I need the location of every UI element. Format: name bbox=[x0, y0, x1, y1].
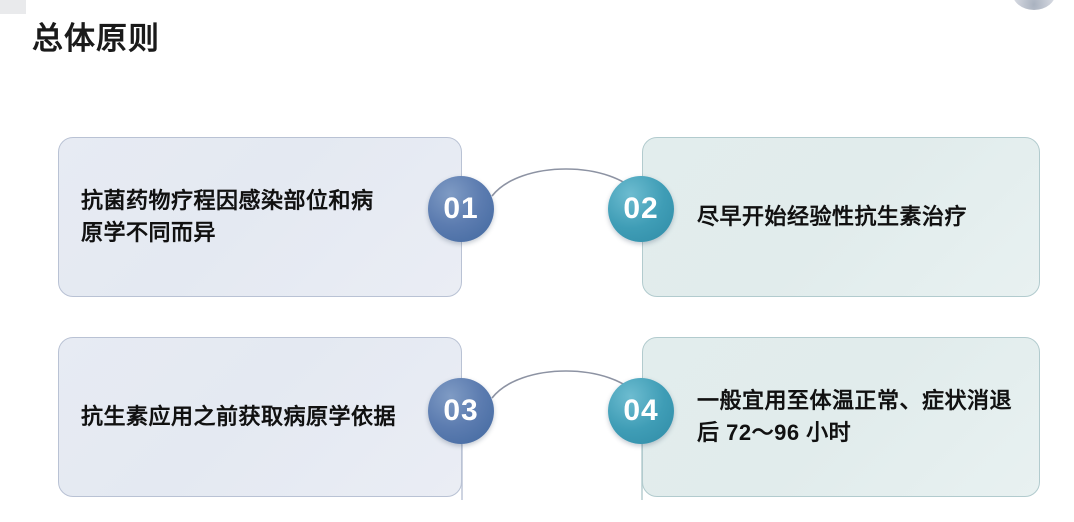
top-left-grey-strip bbox=[0, 0, 26, 14]
step-badge-02[interactable]: 02 bbox=[608, 176, 674, 242]
principle-card-03[interactable]: 抗生素应用之前获取病原学依据 bbox=[58, 337, 462, 497]
step-badge-03[interactable]: 03 bbox=[428, 378, 494, 444]
principle-card-02-text: 尽早开始经验性抗生素治疗 bbox=[697, 204, 968, 230]
principle-card-01-text: 抗菌药物疗程因感染部位和病 原学不同而异 bbox=[81, 188, 374, 245]
page-title: 总体原则 bbox=[32, 21, 160, 56]
top-right-bubble-decoration bbox=[1012, 0, 1056, 10]
principle-card-01[interactable]: 抗菌药物疗程因感染部位和病 原学不同而异 bbox=[58, 137, 462, 297]
principle-card-04-text: 一般宜用至体温正常、症状消退 后 72～96 小时 bbox=[697, 388, 1013, 445]
step-badge-01[interactable]: 01 bbox=[428, 176, 494, 242]
step-badge-04[interactable]: 04 bbox=[608, 378, 674, 444]
principle-card-03-text: 抗生素应用之前获取病原学依据 bbox=[81, 404, 397, 430]
principle-card-04[interactable]: 一般宜用至体温正常、症状消退 后 72～96 小时 bbox=[642, 337, 1040, 497]
principle-card-02[interactable]: 尽早开始经验性抗生素治疗 bbox=[642, 137, 1040, 297]
